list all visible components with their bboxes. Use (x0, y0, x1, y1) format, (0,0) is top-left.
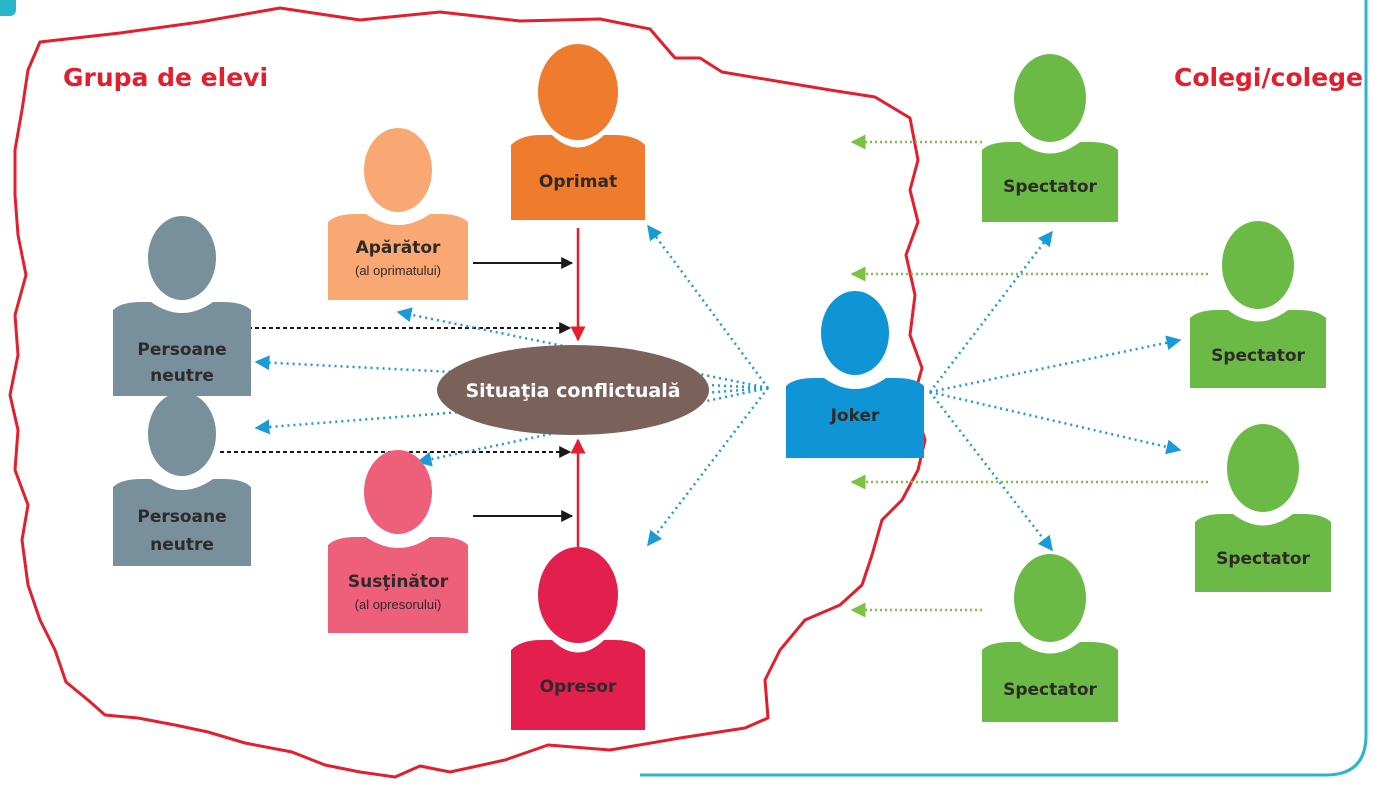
aparator-sublabel: (al oprimatului) (355, 263, 441, 278)
group-boundary (8, 6, 927, 779)
joker-label: Joker (830, 406, 880, 426)
spectator-1-label: Spectator (1003, 177, 1097, 197)
person-spectator-3 (1195, 424, 1331, 592)
person-opresor (511, 547, 645, 730)
corner-bullet (0, 0, 16, 16)
conflict-label: Situaţia conflictuală (465, 380, 680, 402)
person-icon (1227, 424, 1299, 512)
person-icon (148, 392, 216, 476)
person-icon (1014, 54, 1086, 142)
person-icon (148, 216, 216, 300)
person-icon (538, 44, 618, 140)
person-spectator-1 (982, 54, 1118, 222)
person-icon (1222, 221, 1294, 309)
neutral-2-label-line1: Persoane (137, 507, 226, 527)
aparator-label: Apărător (356, 238, 441, 258)
neutral-1-label-line2: neutre (150, 366, 214, 386)
panel-frame (640, 0, 1368, 777)
spectator-arrows (850, 134, 1208, 618)
person-icon (1014, 554, 1086, 642)
spectator-3-label: Spectator (1216, 549, 1310, 569)
conflict-situation (437, 345, 709, 435)
person-joker (786, 291, 924, 458)
person-spectator-4 (982, 554, 1118, 722)
person-neutral-2 (113, 392, 251, 566)
neutral-2-label-line2: neutre (150, 535, 214, 555)
sustinator-label: Susţinător (348, 572, 449, 592)
group-title: Grupa de elevi (63, 63, 268, 92)
spectator-4-label: Spectator (1003, 680, 1097, 700)
person-icon (364, 450, 432, 534)
person-oprimat (511, 44, 645, 220)
sustinator-sublabel: (al opresorului) (355, 597, 442, 612)
opresor-label: Opresor (540, 677, 617, 697)
person-icon (364, 128, 432, 212)
person-icon (538, 547, 618, 643)
person-icon (821, 291, 889, 375)
person-spectator-2 (1190, 221, 1326, 388)
person-aparator (328, 128, 468, 300)
person-sustinator (328, 450, 468, 633)
colleagues-title: Colegi/colege (1174, 63, 1363, 92)
spectator-2-label: Spectator (1211, 346, 1305, 366)
oprimat-label: Oprimat (539, 172, 617, 192)
neutral-1-label-line1: Persoane (137, 340, 226, 360)
person-neutral-1 (113, 216, 251, 396)
